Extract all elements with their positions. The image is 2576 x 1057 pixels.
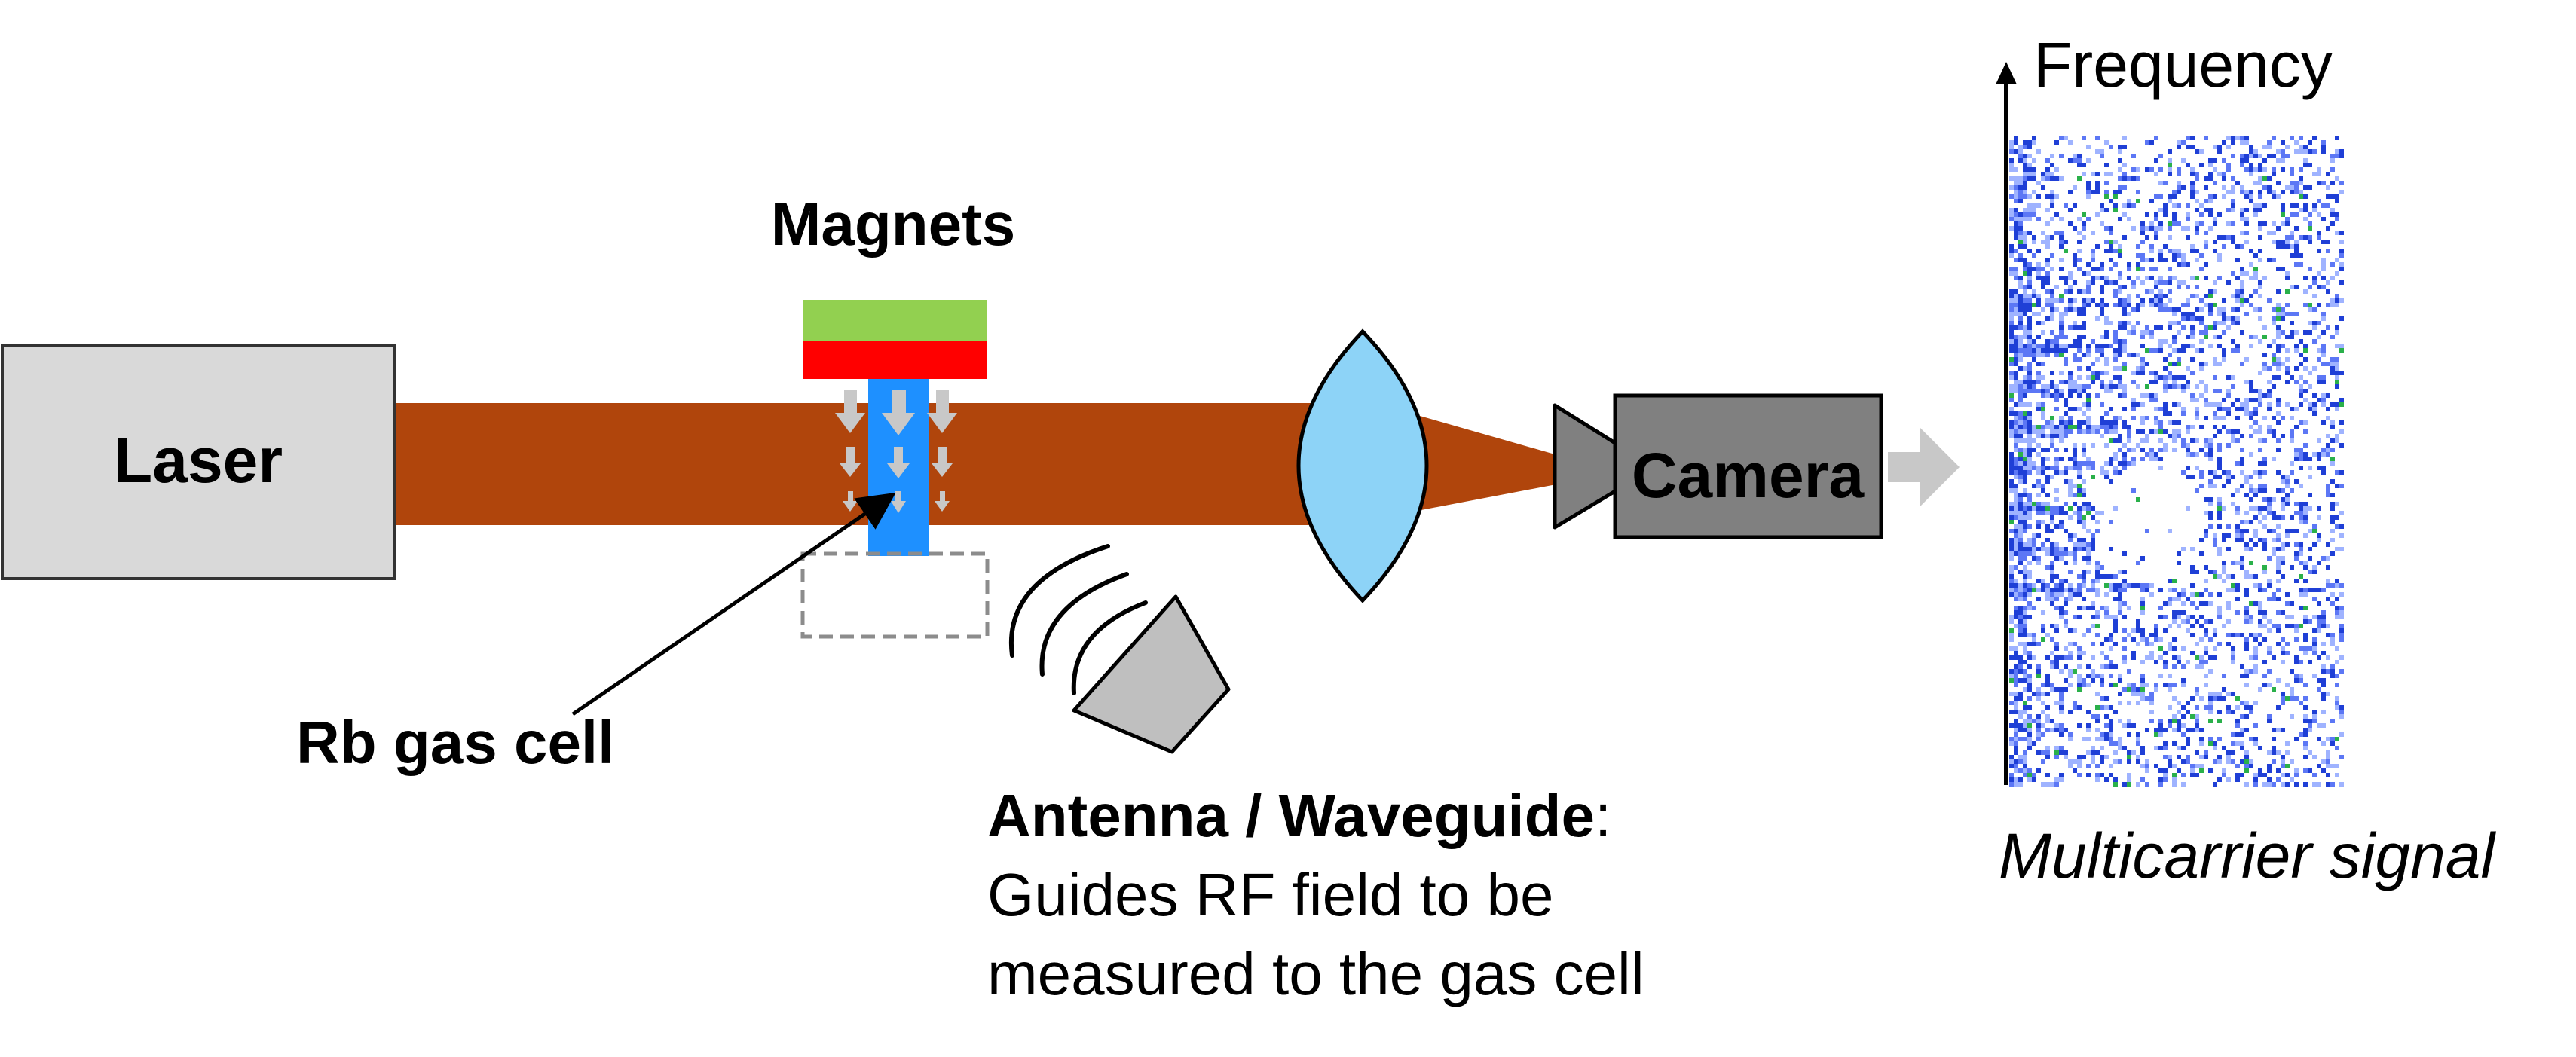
frequency-axis-label: Frequency xyxy=(2033,29,2333,100)
antenna-desc-line2: measured to the gas cell xyxy=(987,940,1644,1007)
gas-cell-pointer xyxy=(571,492,896,716)
horn-antenna-icon xyxy=(1072,594,1231,754)
focused-beam xyxy=(1409,413,1560,512)
antenna-desc-line1: Guides RF field to be xyxy=(987,861,1553,928)
frequency-axis-arrowhead xyxy=(1996,62,2017,84)
output-arrow-icon xyxy=(1888,428,1960,506)
laser-label: Laser xyxy=(114,425,283,496)
rf-waves-icon xyxy=(1008,544,1148,695)
magnets-label: Magnets xyxy=(771,191,1016,258)
laser-box xyxy=(1,344,396,580)
spectrogram-image xyxy=(2009,136,2344,787)
rb-gas-cell-label: Rb gas cell xyxy=(296,709,614,776)
convex-lens-icon xyxy=(1296,328,1429,603)
camera-label: Camera xyxy=(1632,440,1865,511)
antenna-position-box xyxy=(800,551,990,639)
antenna-title-colon: : xyxy=(1595,782,1611,849)
camera-body xyxy=(1613,393,1883,539)
antenna-title: Antenna / Waveguide: xyxy=(987,782,1611,849)
field-arrows xyxy=(835,390,957,513)
antenna-title-bold: Antenna / Waveguide xyxy=(987,782,1595,849)
signal-caption: Multicarrier signal xyxy=(1999,820,2497,891)
camera-lens-cone xyxy=(1553,403,1617,530)
magnet-top xyxy=(803,300,987,341)
magnet-bottom xyxy=(803,341,987,379)
